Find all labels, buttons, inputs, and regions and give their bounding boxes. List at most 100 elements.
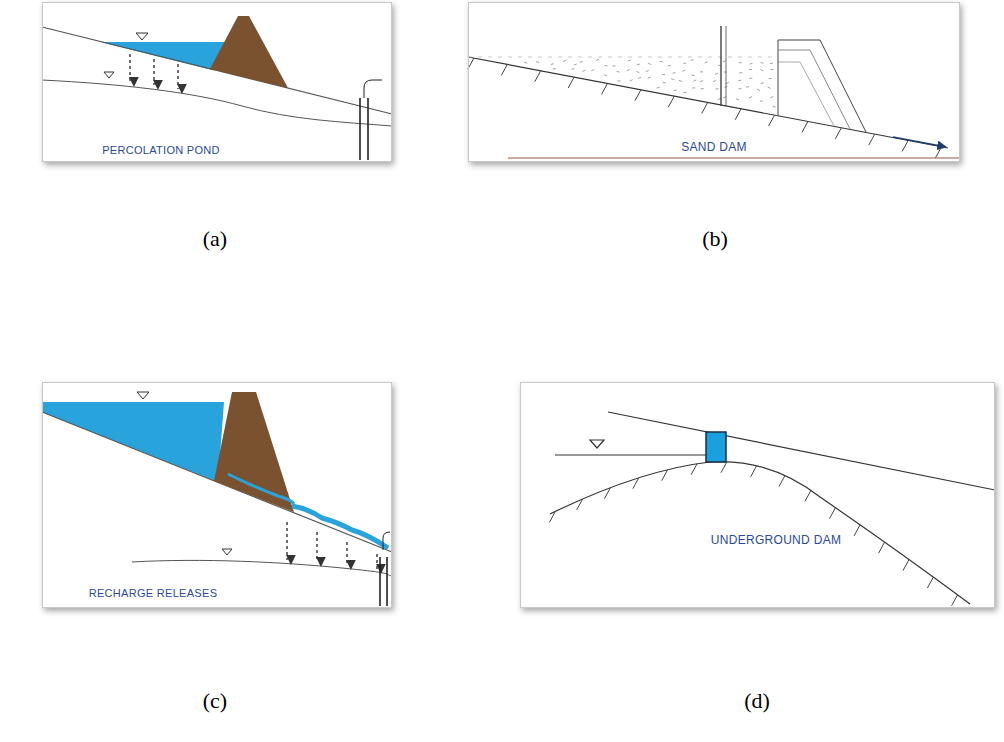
hatch-stroke bbox=[668, 96, 674, 107]
panel-frame: UNDERGROUND DAM bbox=[520, 382, 995, 608]
sand-grain bbox=[715, 73, 718, 74]
hatch-stroke bbox=[568, 77, 574, 88]
earth-dam bbox=[214, 392, 294, 512]
sand-grain bbox=[723, 61, 726, 62]
sand-grain bbox=[739, 62, 742, 63]
standpipe bbox=[721, 26, 726, 106]
hatch-stroke bbox=[721, 462, 727, 473]
sand-grain bbox=[760, 100, 763, 101]
panel-frame: SAND DAM bbox=[468, 2, 960, 162]
hatch-stroke bbox=[602, 83, 608, 94]
hatch-stroke bbox=[779, 476, 785, 487]
panel-frame: RECHARGE RELEASES bbox=[42, 382, 392, 608]
sand-grain bbox=[757, 89, 760, 90]
sand-grain bbox=[713, 80, 716, 81]
sand-grain bbox=[761, 62, 764, 64]
sand-grain bbox=[648, 77, 651, 78]
hatch-stroke bbox=[577, 499, 583, 510]
sand-grain bbox=[668, 65, 671, 66]
sand-grain bbox=[637, 64, 640, 66]
sand-dam-figure bbox=[468, 26, 960, 158]
reservoir-water bbox=[42, 402, 224, 482]
water-table bbox=[132, 560, 392, 576]
panel-caption: (b) bbox=[702, 226, 728, 252]
water-table bbox=[42, 80, 392, 126]
hatch-stroke bbox=[635, 90, 641, 101]
sand-grain bbox=[700, 81, 703, 82]
recharge-release-figure bbox=[42, 392, 392, 606]
sand-grain bbox=[700, 71, 703, 72]
sand-grain bbox=[761, 82, 764, 84]
panel-caption: (d) bbox=[744, 688, 770, 714]
well bbox=[360, 80, 382, 160]
sand-grain bbox=[591, 69, 594, 70]
hatch-stroke bbox=[769, 115, 775, 126]
sand-grain bbox=[718, 99, 721, 100]
sand-grain bbox=[770, 69, 773, 70]
sand-grain bbox=[536, 61, 539, 63]
hatch-stroke bbox=[936, 147, 942, 158]
released-water bbox=[292, 506, 388, 548]
bedrock-line bbox=[468, 57, 948, 148]
hatch-stroke bbox=[802, 121, 808, 132]
sand-grain bbox=[657, 87, 660, 88]
sand-grain bbox=[551, 63, 554, 65]
sand-grain bbox=[773, 106, 776, 108]
hatch-stroke bbox=[879, 542, 885, 553]
sand-grain bbox=[574, 64, 577, 65]
hatch-stroke bbox=[549, 511, 555, 522]
panel-label: RECHARGE RELEASES bbox=[87, 587, 224, 599]
sand-grain bbox=[705, 62, 708, 63]
hatch-stroke bbox=[501, 64, 507, 75]
hatch-stroke bbox=[633, 478, 639, 489]
panel-caption: (a) bbox=[203, 226, 227, 252]
base-line bbox=[508, 158, 960, 159]
sand-grain bbox=[749, 97, 752, 98]
panel-caption: (c) bbox=[203, 688, 227, 714]
hatch-stroke bbox=[735, 109, 741, 120]
sand-grain bbox=[715, 88, 718, 90]
sand-grain bbox=[693, 80, 696, 81]
hatch-stroke bbox=[869, 134, 875, 145]
percolation-pond-figure bbox=[42, 16, 392, 160]
hatch-stroke bbox=[702, 102, 708, 113]
sand-grain bbox=[636, 72, 639, 73]
sand-grain bbox=[582, 70, 585, 71]
sand-grain bbox=[659, 61, 662, 62]
sand-grain bbox=[723, 97, 726, 98]
hatch-stroke bbox=[952, 595, 958, 606]
sand-grain bbox=[683, 92, 686, 93]
sand-grain bbox=[692, 87, 695, 88]
sand-grain bbox=[580, 61, 583, 62]
panel-label: SAND DAM bbox=[679, 140, 753, 154]
sand-grain bbox=[630, 80, 633, 81]
earth-dam bbox=[210, 16, 288, 88]
sand-grain bbox=[691, 74, 694, 76]
hatch-stroke bbox=[662, 470, 668, 481]
sand-grain bbox=[691, 59, 694, 60]
sand-grain bbox=[617, 71, 620, 73]
flow-arrow bbox=[893, 137, 946, 147]
sand-grain bbox=[553, 68, 556, 69]
sand-grain bbox=[638, 77, 641, 78]
sand-grain bbox=[760, 70, 763, 71]
sand-grain bbox=[604, 65, 607, 67]
hatch-stroke bbox=[835, 128, 841, 139]
hatch-stroke bbox=[902, 140, 908, 151]
sand-grain bbox=[596, 59, 599, 60]
sand-grain bbox=[739, 72, 742, 73]
sand-grain bbox=[563, 60, 566, 61]
sand-grain bbox=[571, 68, 574, 70]
release-pipe bbox=[228, 474, 294, 504]
hatch-stroke bbox=[535, 71, 541, 82]
sand-grain bbox=[736, 99, 739, 100]
bedrock-line bbox=[550, 462, 970, 604]
underground-dam-figure bbox=[549, 412, 995, 606]
hatch-stroke bbox=[903, 560, 909, 571]
ground-surface bbox=[608, 412, 995, 490]
hatch-stroke bbox=[927, 577, 933, 588]
sand-grain bbox=[663, 82, 666, 83]
underground-dam-wall bbox=[706, 432, 726, 462]
